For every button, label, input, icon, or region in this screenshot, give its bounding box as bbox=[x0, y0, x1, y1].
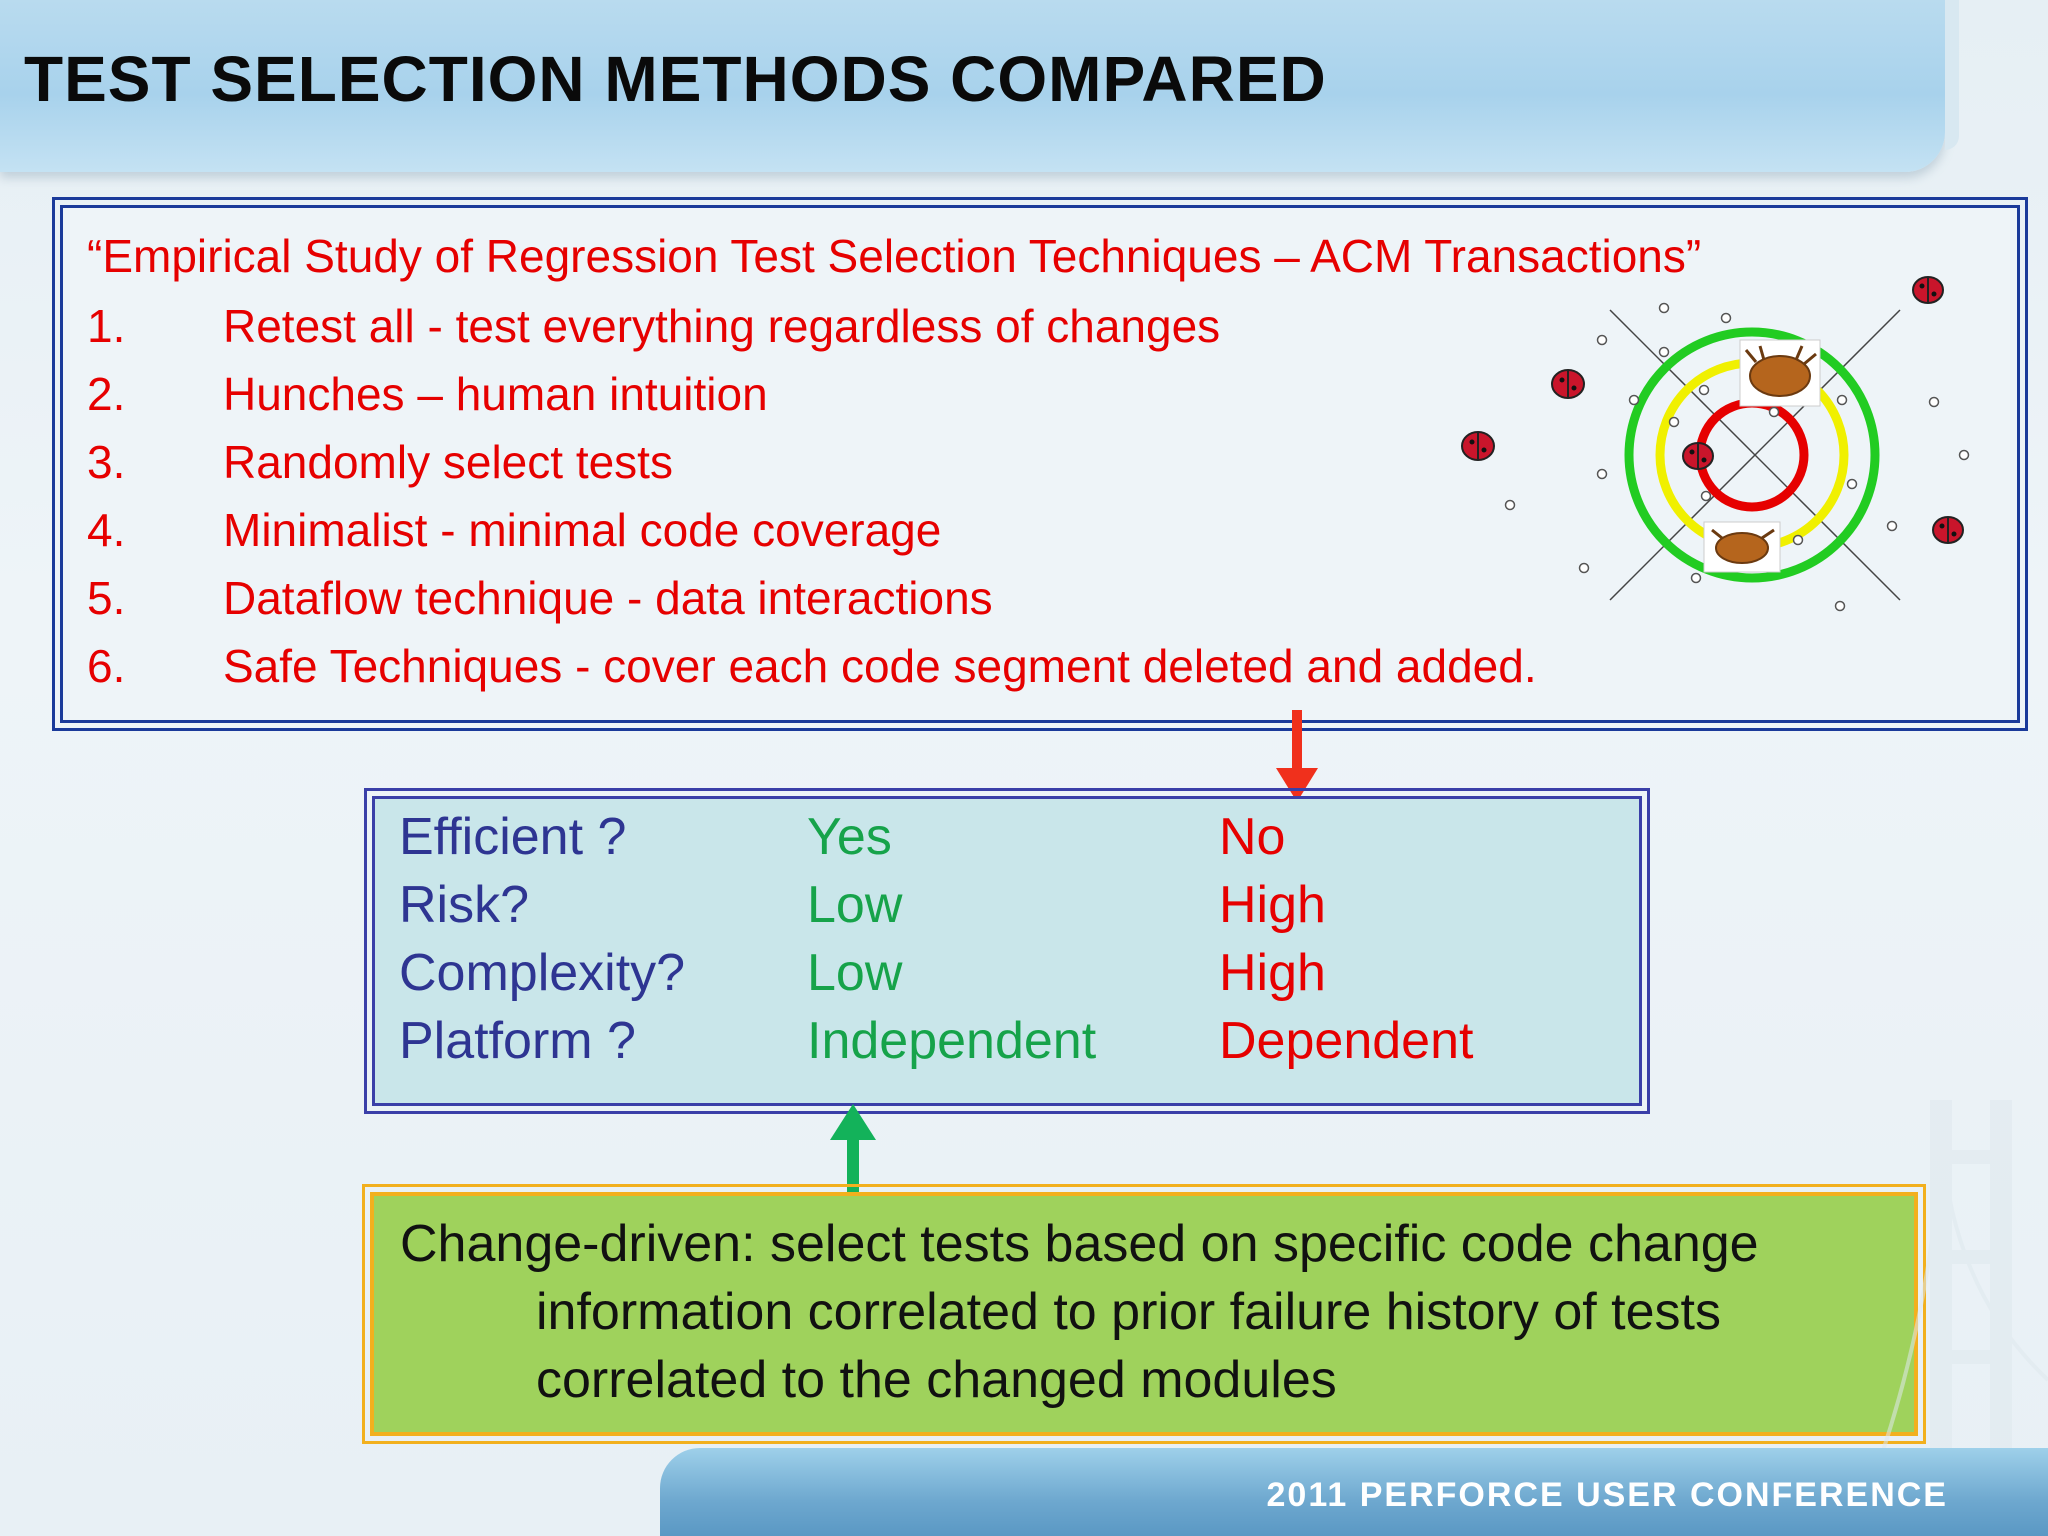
ladybug-icon bbox=[1912, 276, 1944, 304]
change-driven-box: Change-driven: select tests based on spe… bbox=[362, 1184, 1926, 1444]
criterion-label: Complexity? bbox=[399, 944, 686, 1002]
criterion-label: Efficient ? bbox=[399, 808, 627, 866]
list-number: 2. bbox=[87, 368, 126, 420]
up-arrow-green-icon bbox=[830, 1104, 876, 1202]
down-arrow-red-icon bbox=[1276, 710, 1318, 802]
list-number: 3. bbox=[87, 436, 126, 488]
change-driven-value: Low bbox=[807, 876, 903, 934]
list-number: 4. bbox=[87, 504, 126, 556]
beetle-icon bbox=[1703, 521, 1781, 573]
beetle-icon bbox=[1739, 339, 1821, 407]
change-driven-value: Low bbox=[807, 944, 903, 1002]
change-driven-line: information correlated to prior failure … bbox=[536, 1283, 1721, 1341]
bug-target-illustration bbox=[1461, 276, 1970, 612]
change-driven-description: Change-driven: select tests based on spe… bbox=[400, 1210, 1900, 1414]
crosshair-lines-icon bbox=[1609, 309, 1901, 601]
list-item: 2. Hunches – human intuition bbox=[87, 360, 1701, 428]
list-number: 1. bbox=[87, 300, 126, 352]
footer-title: 2011 PERFORCE USER CONFERENCE bbox=[1266, 1476, 1948, 1514]
change-driven-value: Yes bbox=[807, 808, 892, 866]
list-text: Minimalist - minimal code coverage bbox=[223, 504, 942, 556]
traditional-value: No bbox=[1219, 808, 1286, 866]
inner-red-ring-icon bbox=[1695, 398, 1809, 512]
list-item: 1. Retest all - test everything regardles… bbox=[87, 292, 1701, 360]
list-item: 4. Minimalist - minimal code coverage bbox=[87, 496, 1701, 564]
ladybug-icon bbox=[1551, 369, 1585, 399]
change-driven-line: Change-driven: select tests based on spe… bbox=[400, 1215, 1759, 1273]
study-heading: “Empirical Study of Regression Test Sele… bbox=[87, 230, 1702, 282]
footer-band: 2011 PERFORCE USER CONFERENCE bbox=[660, 1448, 2048, 1536]
ladybug-icon bbox=[1461, 431, 1495, 461]
comparison-box: Efficient ? Yes No Risk? Low High Comple… bbox=[364, 788, 1650, 1114]
list-text: Hunches – human intuition bbox=[223, 368, 768, 420]
list-item: 3. Randomly select tests bbox=[87, 428, 1701, 496]
list-item: 5. Dataflow technique - data interactions bbox=[87, 564, 1701, 632]
study-box: “Empirical Study of Regression Test Sele… bbox=[52, 197, 2028, 731]
list-text: Safe Techniques - cover each code segmen… bbox=[223, 640, 1537, 692]
change-driven-value: Independent bbox=[807, 1012, 1097, 1070]
scatter-dots-icon bbox=[1504, 302, 1970, 612]
bridge-watermark-icon bbox=[1880, 1100, 2048, 1500]
list-text: Retest all - test everything regardless … bbox=[223, 300, 1221, 352]
change-driven-line: correlated to the changed modules bbox=[536, 1351, 1337, 1409]
outer-green-ring-icon bbox=[1624, 327, 1880, 583]
traditional-value: Dependent bbox=[1219, 1012, 1474, 1070]
header-band bbox=[0, 0, 1959, 172]
list-number: 5. bbox=[87, 572, 126, 624]
criterion-label: Risk? bbox=[399, 876, 530, 934]
slide-title: TEST SELECTION METHODS COMPARED bbox=[24, 43, 1327, 115]
list-text: Dataflow technique - data interactions bbox=[223, 572, 993, 624]
traditional-value: High bbox=[1219, 944, 1326, 1002]
criterion-label: Platform ? bbox=[399, 1012, 636, 1070]
list-text: Randomly select tests bbox=[223, 436, 673, 488]
list-item: 6. Safe Techniques - cover each code segm… bbox=[87, 632, 1701, 700]
technique-list: 1. Retest all - test everything regardles… bbox=[87, 292, 1701, 700]
study-content: “Empirical Study of Regression Test Sele… bbox=[87, 228, 1701, 700]
traditional-value: High bbox=[1219, 876, 1326, 934]
ladybug-icon bbox=[1932, 516, 1964, 544]
list-number: 6. bbox=[87, 640, 126, 692]
ladybug-icon bbox=[1682, 442, 1714, 470]
